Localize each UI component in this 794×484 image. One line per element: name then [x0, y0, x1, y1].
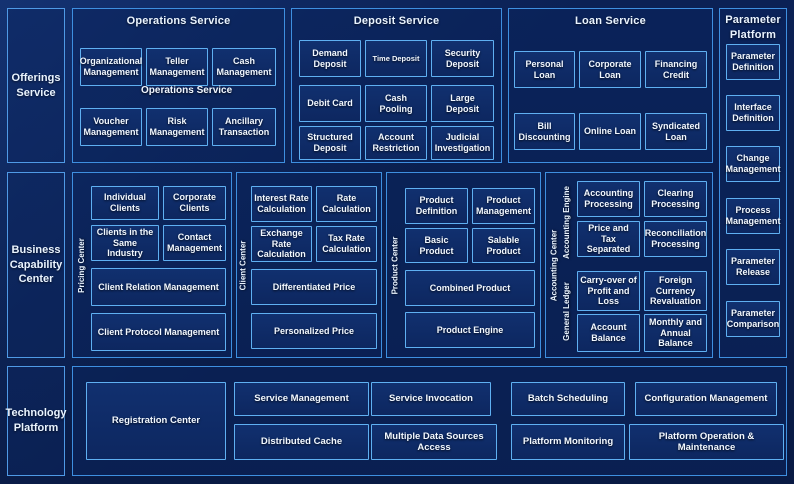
capability-clearing-processing[interactable]: Clearing Processing	[644, 181, 707, 217]
capability-price-and-tax-separated[interactable]: Price and Tax Separated	[577, 221, 640, 257]
vertical-label-general-ledger-text: General Ledger	[562, 281, 571, 341]
capability-differentiated-price[interactable]: Differentiated Price	[251, 269, 377, 305]
capability-tax-rate-calculation[interactable]: Tax Rate Calculation	[316, 226, 377, 262]
capability-rate-calculation[interactable]: Rate Calculation	[316, 186, 377, 222]
capability-parameter-release[interactable]: Parameter Release	[726, 249, 780, 285]
capability-account-restriction[interactable]: Account Restriction	[365, 126, 427, 160]
capability-parameter-definition[interactable]: Parameter Definition	[726, 44, 780, 80]
capability-configuration-management[interactable]: Configuration Management	[635, 382, 777, 416]
vertical-label-accounting-center: Accounting Center	[547, 172, 560, 358]
row-label-business-capability-center: Business Capability Center	[7, 172, 65, 358]
vertical-label-client-center: Client Center	[236, 172, 250, 358]
vertical-label-product-center-text: Product Center	[390, 236, 400, 294]
capability-multiple-data-sources-access[interactable]: Multiple Data Sources Access	[371, 424, 497, 460]
capability-contact-management[interactable]: Contact Management	[163, 225, 226, 261]
capability-risk-management[interactable]: Risk Management	[146, 108, 208, 146]
vertical-label-accounting-engine-text: Accounting Engine	[562, 185, 572, 259]
capability-combined-product[interactable]: Combined Product	[405, 270, 535, 306]
row-label-technology-platform: Technology Platform	[5, 366, 67, 476]
vertical-label-pricing-center-text: Pricing Center	[76, 237, 86, 293]
capability-carry-over-profit-loss[interactable]: Carry-over of Profit and Loss	[577, 271, 640, 311]
capability-cash-management[interactable]: Cash Management	[212, 48, 276, 86]
capability-interest-rate-calculation[interactable]: Interest Rate Calculation	[251, 186, 312, 222]
capability-cash-pooling[interactable]: Cash Pooling	[365, 85, 427, 122]
capability-teller-management[interactable]: Teller Management	[146, 48, 208, 86]
capability-corporate-clients[interactable]: Corporate Clients	[163, 186, 226, 220]
capability-time-deposit[interactable]: Time Deposit	[365, 40, 427, 77]
capability-parameter-comparison[interactable]: Parameter Comparison	[726, 301, 780, 337]
capability-product-definition[interactable]: Product Definition	[405, 188, 468, 224]
capability-personalized-price[interactable]: Personalized Price	[251, 313, 377, 349]
capability-individual-clients[interactable]: Individual Clients	[91, 186, 159, 220]
vertical-label-general-ledger: General Ledger	[560, 266, 573, 356]
capability-structured-deposit[interactable]: Structured Deposit	[299, 126, 361, 160]
capability-account-balance[interactable]: Account Balance	[577, 314, 640, 352]
capability-basic-product[interactable]: Basic Product	[405, 228, 468, 263]
vertical-label-accounting-center-text: Accounting Center	[549, 229, 558, 301]
capability-interface-definition[interactable]: Interface Definition	[726, 95, 780, 131]
row-label-business-capability-text: Business Capability Center	[9, 243, 63, 286]
capability-product-management[interactable]: Product Management	[472, 188, 535, 224]
capability-financing-credit[interactable]: Financing Credit	[645, 51, 707, 88]
row-label-offerings-service: Offerings Service	[7, 8, 65, 163]
capability-batch-scheduling[interactable]: Batch Scheduling	[511, 382, 625, 416]
row-label-offerings-text: Offerings Service	[11, 71, 61, 99]
group-title-deposit-service: Deposit Service	[353, 15, 440, 27]
stray-caption-operations-service: Operations Service	[141, 85, 233, 96]
capability-platform-monitoring[interactable]: Platform Monitoring	[511, 424, 625, 460]
capability-organizational-management[interactable]: Organizational Management	[80, 48, 142, 86]
capability-salable-product[interactable]: Salable Product	[472, 228, 535, 263]
capability-accounting-processing[interactable]: Accounting Processing	[577, 181, 640, 217]
capability-clients-same-industry[interactable]: Clients in the Same Industry	[91, 225, 159, 261]
capability-distributed-cache[interactable]: Distributed Cache	[234, 424, 369, 460]
capability-syndicated-loan[interactable]: Syndicated Loan	[645, 113, 707, 150]
row-label-technology-platform-text: Technology Platform	[5, 407, 67, 434]
capability-debit-card[interactable]: Debit Card	[299, 85, 361, 122]
capability-voucher-management[interactable]: Voucher Management	[80, 108, 142, 146]
group-title-loan-service: Loan Service	[575, 15, 646, 27]
vertical-label-product-center: Product Center	[388, 172, 402, 358]
capability-foreign-currency-revaluation[interactable]: Foreign Currency Revaluation	[644, 271, 707, 311]
capability-service-management[interactable]: Service Management	[234, 382, 369, 416]
capability-change-management[interactable]: Change Management	[726, 146, 781, 182]
capability-demand-deposit[interactable]: Demand Deposit	[299, 40, 361, 77]
capability-online-loan[interactable]: Online Loan	[579, 113, 641, 150]
right-rail-title-line2: Platform	[729, 29, 777, 41]
capability-platform-operation-maintenance[interactable]: Platform Operation & Maintenance	[629, 424, 784, 460]
capability-large-deposit[interactable]: Large Deposit	[431, 85, 494, 122]
vertical-label-client-center-text: Client Center	[238, 240, 248, 290]
capability-process-management[interactable]: Process Management	[726, 198, 781, 234]
capability-product-engine[interactable]: Product Engine	[405, 312, 535, 348]
vertical-label-accounting-engine: Accounting Engine	[560, 176, 573, 268]
capability-reconciliation-processing[interactable]: Reconciliation Processing	[644, 221, 707, 257]
capability-monthly-annual-balance[interactable]: Monthly and Annual Balance	[644, 314, 707, 352]
capability-ancillary-transaction[interactable]: Ancillary Transaction	[212, 108, 276, 146]
right-rail-title-line1: Parameter	[725, 14, 781, 26]
capability-exchange-rate-calculation[interactable]: Exchange Rate Calculation	[251, 226, 312, 262]
capability-personal-loan[interactable]: Personal Loan	[514, 51, 575, 88]
capability-security-deposit[interactable]: Security Deposit	[431, 40, 494, 77]
capability-registration-center[interactable]: Registration Center	[86, 382, 226, 460]
vertical-label-pricing-center: Pricing Center	[74, 172, 88, 358]
capability-client-relation-management[interactable]: Client Relation Management	[91, 268, 226, 306]
capability-client-protocol-management[interactable]: Client Protocol Management	[91, 313, 226, 351]
capability-bill-discounting[interactable]: Bill Discounting	[514, 113, 575, 150]
group-title-operations-service: Operations Service	[126, 15, 231, 27]
capability-service-invocation[interactable]: Service Invocation	[371, 382, 491, 416]
capability-judicial-investigation[interactable]: Judicial Investigation	[431, 126, 494, 160]
capability-corporate-loan[interactable]: Corporate Loan	[579, 51, 641, 88]
